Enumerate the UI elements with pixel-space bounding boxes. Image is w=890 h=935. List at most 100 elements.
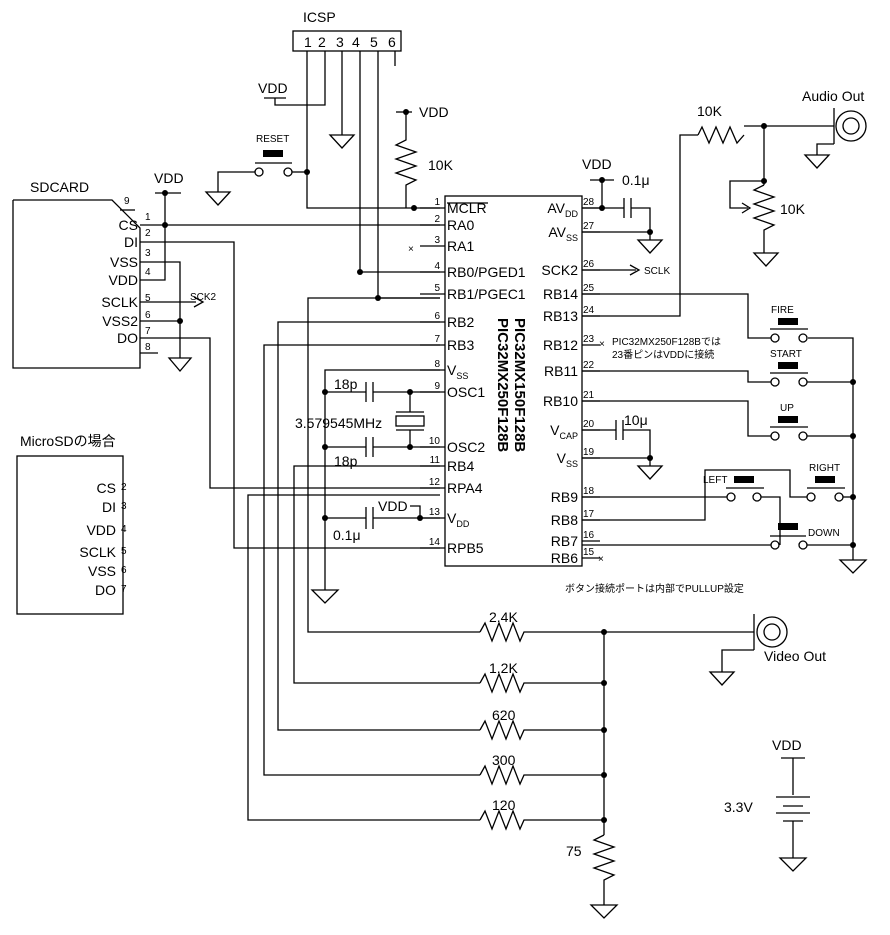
pin-num-right-12: 16 (583, 530, 595, 541)
pin-name-right-1: AVSS (548, 224, 578, 243)
microsd-title: MicroSDの場合 (20, 433, 116, 449)
fire-button[interactable]: FIRE (582, 293, 808, 343)
pin-num-right-4: 24 (583, 305, 595, 316)
pin-num-right-10: 18 (583, 486, 595, 497)
icsp-header: ICSP 1 2 3 4 5 6 (292, 9, 402, 52)
up-button[interactable]: UP (582, 400, 853, 441)
msd-pin-0: 2 (121, 482, 127, 493)
r-mclr-value: 10K (428, 157, 454, 173)
msd-pin-3: 5 (121, 546, 127, 557)
pin-name-left-2: RA1 (447, 238, 474, 254)
rb12-x: × (599, 339, 605, 350)
vdd-label-mcu: VDD (378, 498, 408, 514)
sd-pin-4: 4 (145, 267, 151, 278)
sd-pin-7: 7 (145, 326, 151, 337)
pin-num-left-13: 14 (429, 537, 441, 548)
r-video-4: 300 (492, 752, 516, 768)
msd-signal-4: VSS (88, 563, 116, 579)
note-pullup: ボタン接続ポートは内部でPULLUP設定 (565, 582, 744, 595)
sd-pin-8: 8 (145, 342, 151, 353)
pin-name-left-5: RB2 (447, 314, 474, 330)
sd-pin-2: 2 (145, 228, 151, 239)
pin-name-right-10: RB9 (551, 489, 578, 505)
up-label: UP (780, 403, 794, 414)
r-video-load: 75 (566, 843, 582, 859)
sd-signal-0: CS (119, 217, 138, 233)
down-button[interactable]: DOWN (582, 523, 853, 550)
pin-num-right-11: 17 (583, 509, 595, 520)
sd-signal-2: VSS (110, 254, 138, 270)
video-dac: 2.4K 1.2K 620 300 120 75 (479, 609, 754, 919)
pin-name-right-8: VCAP (550, 422, 578, 441)
sd-signal-3: VDD (108, 272, 138, 288)
msd-signal-1: DI (102, 499, 116, 515)
pin-num-left-7: 8 (434, 359, 440, 370)
battery-voltage: 3.3V (724, 799, 753, 815)
pin-name-right-12: RB7 (551, 533, 578, 549)
sclk-label: SCLK (644, 266, 670, 277)
rb6-x: × (598, 554, 604, 565)
c-avdd-value: 0.1μ (622, 172, 650, 188)
pin-num-right-13: 15 (583, 547, 595, 558)
pin-num-right-9: 19 (583, 447, 595, 458)
pin-name-right-4: RB13 (543, 308, 578, 324)
sd-pin-5: 5 (145, 293, 151, 304)
c-vdd-value: 0.1μ (333, 527, 361, 543)
pin-num-right-3: 25 (583, 283, 595, 294)
start-label: START (770, 349, 802, 360)
pin-num-left-11: 12 (429, 477, 441, 488)
sdcard-title: SDCARD (30, 179, 89, 195)
pin-name-right-5: RB12 (543, 337, 578, 353)
pin-num-right-1: 27 (583, 221, 595, 232)
pin-num-right-8: 20 (583, 419, 595, 430)
icsp-pin-1: 1 (304, 34, 312, 50)
mcu-part-1: PIC32MX150F128B (511, 318, 528, 452)
pin-num-left-1: 2 (434, 214, 440, 225)
pin-name-right-7: RB10 (543, 393, 578, 409)
sd-signal-4: SCLK (101, 294, 138, 310)
pin-name-left-0: MCLR (447, 200, 487, 216)
pin-name-left-9: OSC2 (447, 439, 485, 455)
audio-out-label: Audio Out (802, 88, 864, 104)
pin-num-right-7: 21 (583, 390, 595, 401)
vdd-label-mclr: VDD (419, 104, 449, 120)
icsp-pin-4: 4 (352, 34, 360, 50)
r-video-5: 120 (492, 797, 516, 813)
sd-pin-0: 9 (124, 196, 130, 207)
left-button[interactable]: LEFT (582, 475, 781, 545)
r-audio-value: 10K (697, 103, 723, 119)
pot-audio-value: 10K (780, 201, 806, 217)
msd-pin-4: 6 (121, 565, 127, 576)
note-rb12-line1: PIC32MX250F128Bでは (612, 336, 721, 348)
reset-label: RESET (256, 134, 289, 145)
vdd-label-avdd: VDD (582, 156, 612, 172)
video-out-jack: Video Out (708, 614, 826, 686)
r-video-3: 620 (492, 707, 516, 723)
pin-name-right-13: RB6 (551, 550, 578, 566)
pin-name-left-4: RB1/PGEC1 (447, 286, 526, 302)
msd-signal-3: SCLK (79, 544, 116, 560)
right-label: RIGHT (809, 463, 840, 474)
start-button[interactable]: START (582, 349, 853, 387)
ra1-x: × (408, 244, 414, 255)
sd-pin-6: 6 (145, 310, 151, 321)
crystal-value: 3.579545MHz (295, 415, 382, 431)
audio-out-jack: Audio Out (802, 88, 867, 169)
right-button[interactable]: RIGHT (582, 463, 853, 521)
sck2-label: SCK2 (190, 292, 217, 303)
vdd-label-icsp: VDD (258, 80, 288, 96)
pin-name-left-11: RPA4 (447, 480, 483, 496)
pin-name-left-13: RPB5 (447, 540, 484, 556)
msd-pin-2: 4 (121, 524, 127, 535)
msd-signal-2: VDD (86, 522, 116, 538)
pin-num-right-2: 26 (583, 259, 595, 270)
r-video-2: 1.2K (489, 660, 518, 676)
pin-name-left-3: RB0/PGED1 (447, 264, 526, 280)
icsp-pin-5: 5 (370, 34, 378, 50)
msd-signal-5: DO (95, 582, 116, 598)
msd-pin-5: 7 (121, 584, 127, 595)
